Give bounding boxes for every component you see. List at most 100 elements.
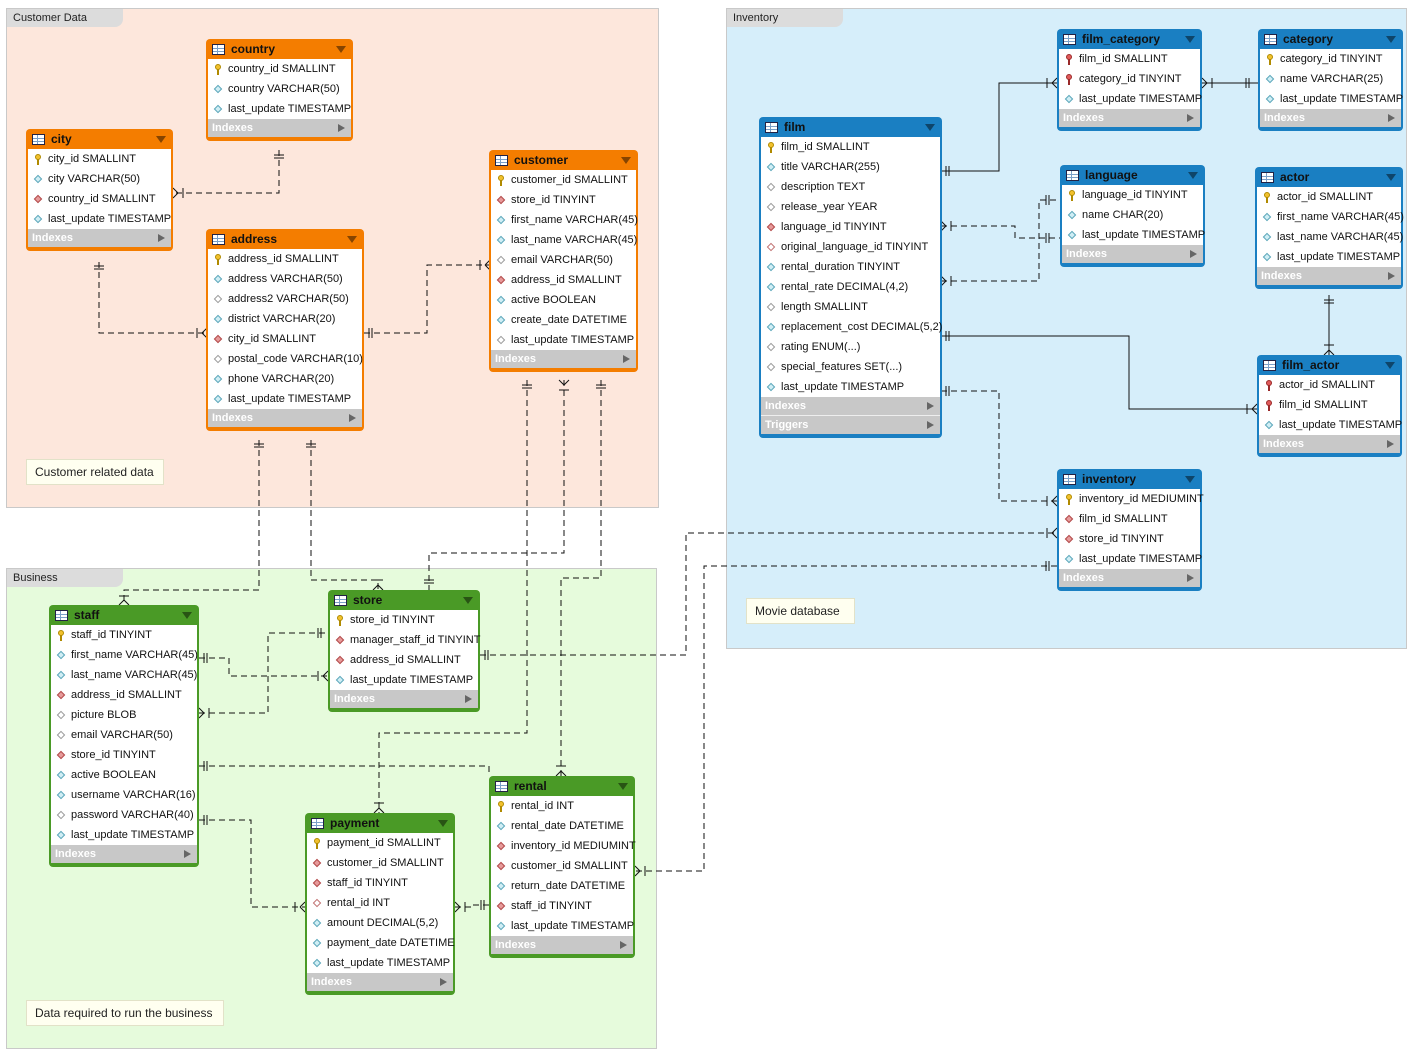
table-column[interactable]: password VARCHAR(40) — [51, 805, 197, 825]
table-header[interactable]: inventory — [1057, 469, 1202, 489]
table-column[interactable]: last_update TIMESTAMP — [208, 99, 351, 119]
table-column[interactable]: replacement_cost DECIMAL(5,2) — [761, 317, 942, 337]
table-column[interactable]: language_id TINYINT — [1062, 185, 1203, 205]
table-header[interactable]: address — [206, 229, 364, 249]
table-column[interactable]: last_update TIMESTAMP — [491, 916, 634, 936]
table-column[interactable]: first_name VARCHAR(45) — [491, 210, 638, 230]
table-column[interactable]: store_id TINYINT — [51, 745, 197, 765]
table-header[interactable]: film_actor — [1257, 355, 1402, 375]
table-column[interactable]: create_date DATETIME — [491, 310, 636, 330]
section-indexes[interactable]: Indexes — [1062, 245, 1203, 263]
table-column[interactable]: address_id SMALLINT — [51, 685, 197, 705]
table-column[interactable]: last_update TIMESTAMP — [1260, 89, 1403, 109]
table-column[interactable]: customer_id SMALLINT — [491, 170, 636, 190]
table-column[interactable]: actor_id SMALLINT — [1259, 375, 1400, 395]
table-column[interactable]: film_id SMALLINT — [1059, 49, 1200, 69]
table-column[interactable]: last_name VARCHAR(45) — [51, 665, 197, 685]
table-column[interactable]: email VARCHAR(50) — [51, 725, 197, 745]
collapse-arrow-icon[interactable] — [156, 136, 166, 143]
table-header[interactable]: payment — [305, 813, 455, 833]
table-column[interactable]: first_name VARCHAR(45) — [1257, 207, 1404, 227]
table-column[interactable]: email VARCHAR(50) — [491, 250, 636, 270]
table-header[interactable]: film — [759, 117, 942, 137]
table-column[interactable]: last_update TIMESTAMP — [208, 389, 362, 409]
table-header[interactable]: country — [206, 39, 353, 59]
table-column[interactable]: original_language_id TINYINT — [761, 237, 940, 257]
table-column[interactable]: address_id SMALLINT — [208, 249, 362, 269]
section-indexes[interactable]: Indexes — [208, 409, 362, 427]
table-column[interactable]: customer_id SMALLINT — [491, 856, 633, 876]
table-column[interactable]: description TEXT — [761, 177, 940, 197]
table-column[interactable]: rental_duration TINYINT — [761, 257, 940, 277]
table-column[interactable]: customer_id SMALLINT — [307, 853, 453, 873]
table-column[interactable]: last_update TIMESTAMP — [28, 209, 171, 229]
section-indexes[interactable]: Indexes — [761, 397, 940, 415]
table-header[interactable]: city — [26, 129, 173, 149]
table-column[interactable]: rental_date DATETIME — [491, 816, 633, 836]
collapse-arrow-icon[interactable] — [1185, 36, 1195, 43]
table-column[interactable]: district VARCHAR(20) — [208, 309, 362, 329]
collapse-arrow-icon[interactable] — [182, 612, 192, 619]
table-column[interactable]: active BOOLEAN — [51, 765, 197, 785]
table-column[interactable]: last_update TIMESTAMP — [1059, 549, 1202, 569]
table-column[interactable]: title VARCHAR(255) — [761, 157, 940, 177]
table-header[interactable]: actor — [1255, 167, 1403, 187]
table-column[interactable]: length SMALLINT — [761, 297, 940, 317]
table-column[interactable]: city_id SMALLINT — [208, 329, 362, 349]
table-column[interactable]: film_id SMALLINT — [1259, 395, 1400, 415]
collapse-arrow-icon[interactable] — [1188, 172, 1198, 179]
collapse-arrow-icon[interactable] — [438, 820, 448, 827]
table-header[interactable]: language — [1060, 165, 1205, 185]
collapse-arrow-icon[interactable] — [347, 236, 357, 243]
section-indexes[interactable]: Indexes — [1259, 435, 1400, 453]
section-indexes[interactable]: Indexes — [1260, 109, 1401, 127]
table-column[interactable]: address_id SMALLINT — [330, 650, 478, 670]
table-column[interactable]: film_id SMALLINT — [1059, 509, 1200, 529]
section-indexes[interactable]: Indexes — [491, 350, 636, 368]
table-column[interactable]: address_id SMALLINT — [491, 270, 636, 290]
table-column[interactable]: staff_id TINYINT — [307, 873, 453, 893]
table-column[interactable]: postal_code VARCHAR(10) — [208, 349, 363, 369]
table-column[interactable]: rating ENUM(...) — [761, 337, 940, 357]
table-header[interactable]: customer — [489, 150, 638, 170]
table-column[interactable]: inventory_id MEDIUMINT — [491, 836, 636, 856]
table-column[interactable]: name VARCHAR(25) — [1260, 69, 1401, 89]
collapse-arrow-icon[interactable] — [621, 157, 631, 164]
table-column[interactable]: country_id SMALLINT — [208, 59, 351, 79]
table-column[interactable]: last_name VARCHAR(45) — [1257, 227, 1403, 247]
table-column[interactable]: last_update TIMESTAMP — [761, 377, 940, 397]
section-indexes[interactable]: Indexes — [307, 973, 453, 991]
table-column[interactable]: film_id SMALLINT — [761, 137, 940, 157]
table-column[interactable]: address2 VARCHAR(50) — [208, 289, 362, 309]
table-column[interactable]: last_update TIMESTAMP — [1059, 89, 1202, 109]
table-column[interactable]: staff_id TINYINT — [491, 896, 633, 916]
table-column[interactable]: active BOOLEAN — [491, 290, 636, 310]
collapse-arrow-icon[interactable] — [1386, 174, 1396, 181]
table-column[interactable]: return_date DATETIME — [491, 876, 633, 896]
table-column[interactable]: last_update TIMESTAMP — [1257, 247, 1401, 267]
table-column[interactable]: payment_id SMALLINT — [307, 833, 453, 853]
table-column[interactable]: country_id SMALLINT — [28, 189, 171, 209]
table-column[interactable]: release_year YEAR — [761, 197, 940, 217]
table-column[interactable]: manager_staff_id TINYINT — [330, 630, 480, 650]
table-column[interactable]: last_name VARCHAR(45) — [491, 230, 637, 250]
table-column[interactable]: last_update TIMESTAMP — [1062, 225, 1205, 245]
table-column[interactable]: name CHAR(20) — [1062, 205, 1203, 225]
table-column[interactable]: store_id TINYINT — [1059, 529, 1200, 549]
table-column[interactable]: country VARCHAR(50) — [208, 79, 351, 99]
table-column[interactable]: picture BLOB — [51, 705, 197, 725]
table-column[interactable]: store_id TINYINT — [330, 610, 478, 630]
section-indexes[interactable]: Indexes — [1059, 569, 1200, 587]
table-column[interactable]: last_update TIMESTAMP — [1259, 415, 1402, 435]
